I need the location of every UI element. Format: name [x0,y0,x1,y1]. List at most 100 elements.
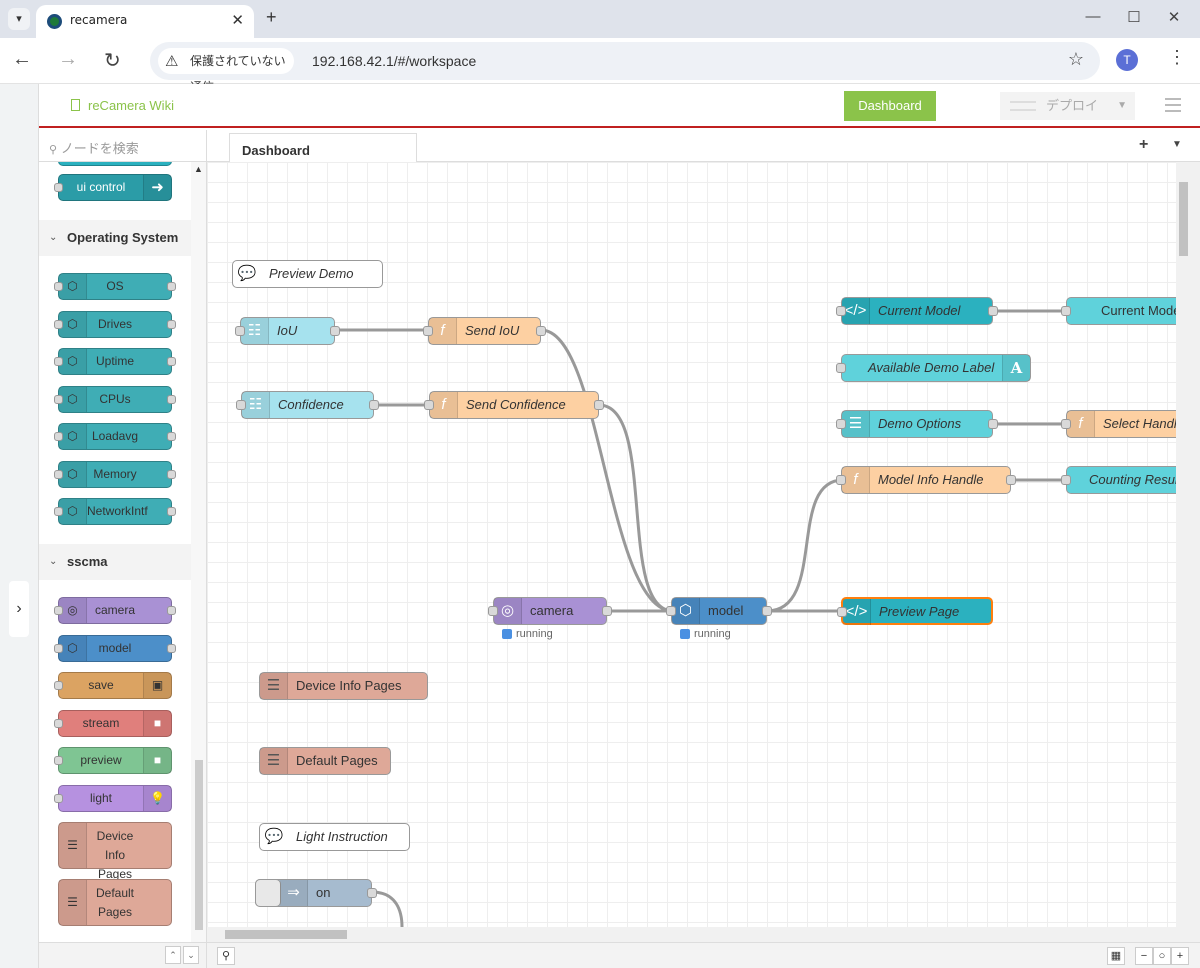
new-tab-icon[interactable]: + [266,7,277,27]
omnibox[interactable]: ⚠ 保護されていない通信 192.168.42.1/#/workspace ☆ [150,42,1100,94]
palette-node-partial[interactable] [58,162,172,166]
output-port[interactable] [762,606,772,616]
palette-node-camera[interactable]: ◎camera [54,597,176,624]
forward-icon[interactable]: → [58,48,78,70]
output-port[interactable] [167,507,176,516]
canvas-horizontal-scrollbar[interactable] [207,927,1176,942]
output-port[interactable] [167,644,176,653]
input-port[interactable] [236,400,246,410]
palette-scroll-thumb[interactable] [195,760,203,930]
browser-menu-icon[interactable]: ⋮ [1168,47,1186,67]
inject-button[interactable] [255,879,281,907]
main-menu-icon[interactable] [1165,98,1181,112]
palette-node-model[interactable]: ⬡model [54,635,176,662]
back-icon[interactable]: ← [12,48,32,70]
expand-panel-chevron-icon[interactable]: › [9,581,29,637]
output-port[interactable] [167,470,176,479]
palette-node-drives[interactable]: ⬡Drives [54,311,176,338]
input-port[interactable] [54,470,63,479]
node-demo-options[interactable]: ☰Demo Options [836,410,998,438]
palette-node-cpus[interactable]: ⬡CPUs [54,386,176,413]
output-port[interactable] [167,282,176,291]
horizontal-scroll-thumb[interactable] [225,930,347,939]
window-close-icon[interactable]: ✕ [1167,9,1181,26]
palette-node-light[interactable]: light💡 [54,785,172,812]
search-icon[interactable]: ⚲ [217,947,235,965]
zoom-reset-icon[interactable]: ○ [1153,947,1171,965]
input-port[interactable] [1061,475,1071,485]
input-port[interactable] [54,681,63,690]
input-port[interactable] [488,606,498,616]
reload-icon[interactable]: ↻ [104,50,121,72]
browser-tab[interactable]: recamera ✕ [36,5,254,38]
input-port[interactable] [54,183,63,192]
input-port[interactable] [836,419,846,429]
tab-dashboard[interactable]: Dashboard [229,133,417,163]
palette-node-ui-control[interactable]: ui control ➜ [54,174,172,201]
input-port[interactable] [54,357,63,366]
palette-node-save[interactable]: save▣ [54,672,172,699]
input-port[interactable] [54,282,63,291]
comment-preview-demo[interactable]: 💬Preview Demo [232,260,383,288]
input-port[interactable] [1061,419,1071,429]
node-device-info-pages[interactable]: ☰Device Info Pages [259,672,428,700]
input-port[interactable] [54,507,63,516]
output-port[interactable] [167,432,176,441]
input-port[interactable] [54,756,63,765]
wiki-link[interactable]: reCamera Wiki [71,98,174,113]
tab-search-button[interactable]: ▾ [8,8,30,30]
palette-node-uptime[interactable]: ⬡Uptime [54,348,176,375]
output-port[interactable] [602,606,612,616]
output-port[interactable] [330,326,340,336]
input-port[interactable] [54,395,63,404]
palette-node-networkintf[interactable]: ⬡NetworkIntf [54,498,176,525]
navigator-map-icon[interactable]: ▦ [1107,947,1125,965]
output-port[interactable] [167,320,176,329]
input-port[interactable] [836,363,846,373]
input-port[interactable] [837,607,847,617]
expand-all-icon[interactable]: ⌄ [183,946,199,964]
input-port[interactable] [54,320,63,329]
palette-scrollbar[interactable]: ▲ [191,162,206,942]
security-indicator[interactable]: ⚠ 保護されていない通信 [158,48,294,94]
zoom-in-icon[interactable]: + [1171,947,1189,965]
deploy-dropdown-icon[interactable]: ▼ [1117,100,1127,111]
output-port[interactable] [367,888,377,898]
category-sscma[interactable]: ⌄ sscma [39,544,191,580]
node-preview-page[interactable]: </>Preview Page [837,597,993,625]
node-on-inject[interactable]: ⇒ on [255,879,377,907]
palette-node-loadavg[interactable]: ⬡Loadavg [54,423,176,450]
output-port[interactable] [536,326,546,336]
input-port[interactable] [54,644,63,653]
input-port[interactable] [836,306,846,316]
output-port[interactable] [369,400,379,410]
output-port[interactable] [167,395,176,404]
node-default-pages[interactable]: ☰Default Pages [259,747,391,775]
palette-search[interactable]: ⚲ ノードを検索 [39,130,206,162]
output-port[interactable] [988,306,998,316]
collapse-all-icon[interactable]: ⌃ [165,946,181,964]
input-port[interactable] [54,606,63,615]
scroll-up-icon[interactable]: ▲ [194,164,203,174]
palette-node-memory[interactable]: ⬡Memory [54,461,176,488]
add-flow-icon[interactable]: + [1139,136,1149,153]
close-tab-icon[interactable]: ✕ [231,12,244,29]
dashboard-button[interactable]: Dashboard [844,91,936,121]
node-counting-result[interactable]: Counting Result [1061,466,1176,494]
comment-light-instruction[interactable]: 💬Light Instruction [259,823,410,851]
output-port[interactable] [988,419,998,429]
node-current-model-template[interactable]: </>Current Model [836,297,998,325]
output-port[interactable] [594,400,604,410]
node-current-model-text[interactable]: Current Model [1061,297,1176,325]
maximize-icon[interactable]: ☐ [1127,9,1141,26]
node-iou-slider[interactable]: ☷IoU [235,317,340,345]
